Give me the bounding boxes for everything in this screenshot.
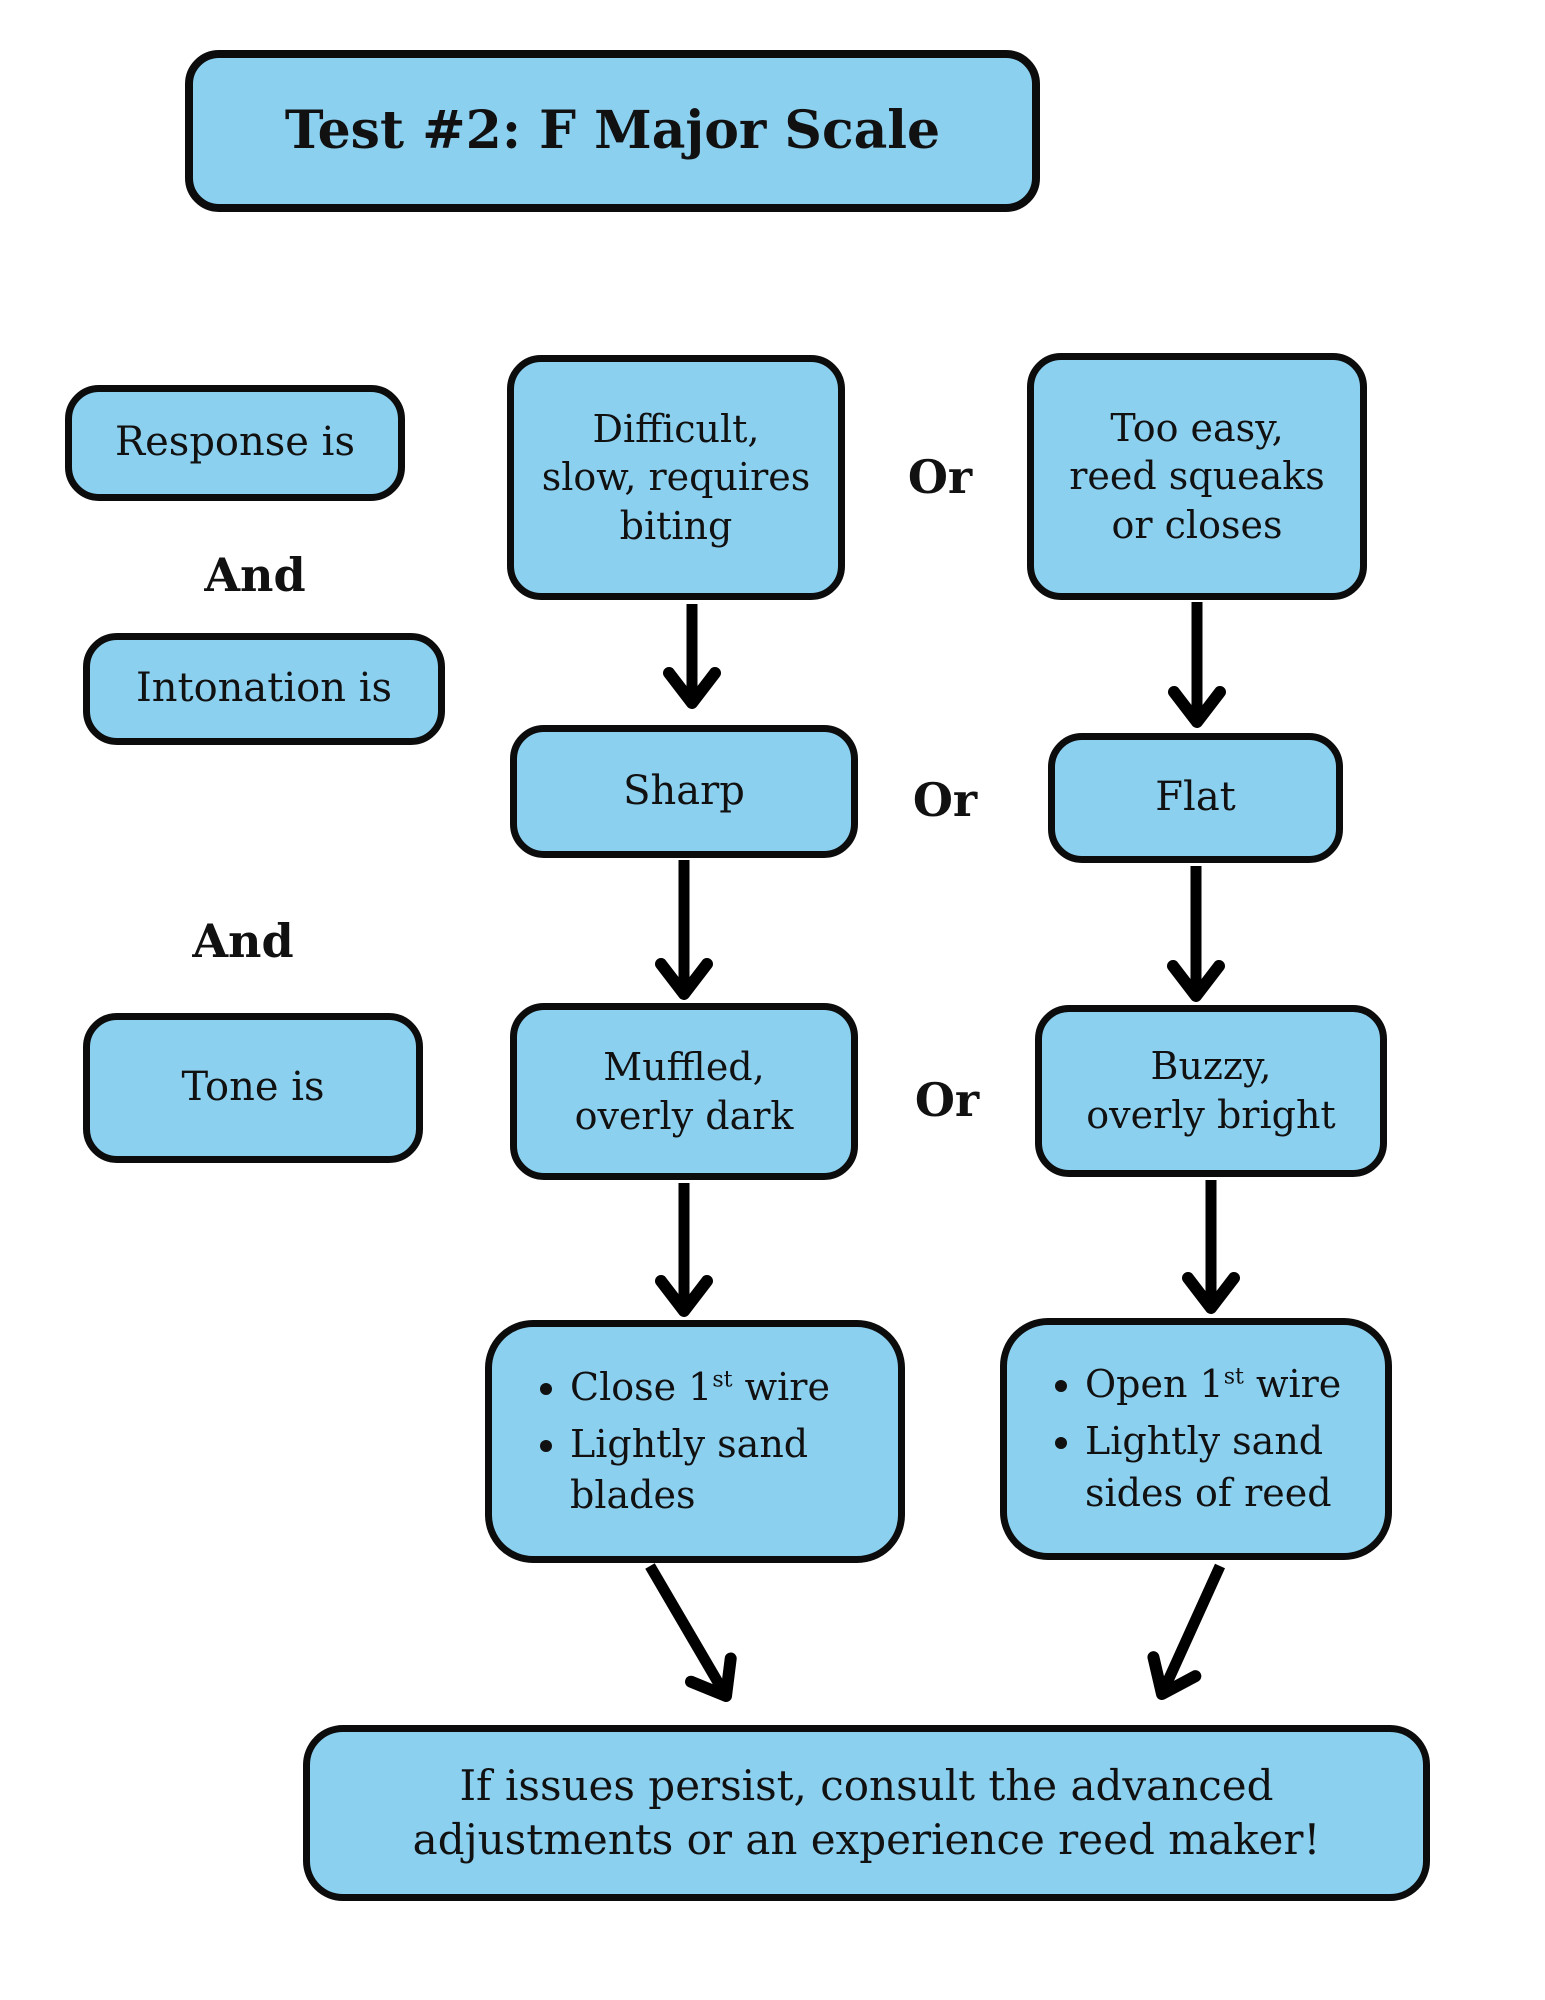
box-intonation-is: Intonation is (83, 633, 445, 745)
box-label: Response is (115, 419, 355, 466)
remedy-text: Lightly sand sides of reed (1085, 1419, 1332, 1515)
box-remedy-close-wire: Close 1st wireLightly sand blades (485, 1320, 905, 1563)
remedy-text: Open 1 (1085, 1362, 1224, 1407)
ordinal-superscript: st (712, 1366, 733, 1392)
remedy-text: Close 1 (570, 1364, 713, 1409)
box-difficult-slow: Difficult, slow, requires biting (507, 355, 845, 600)
remedy-list: Open 1st wireLightly sand sides of reed (1007, 1353, 1385, 1525)
box-label: Intonation is (135, 665, 393, 712)
remedy-text: wire (1243, 1362, 1342, 1407)
box-tone-is: Tone is (83, 1013, 423, 1163)
ordinal-superscript: st (1223, 1364, 1244, 1390)
box-label: Buzzy, overly bright (1086, 1044, 1336, 1137)
page-title: Test #2: F Major Scale (284, 99, 941, 161)
remedy-item: Close 1st wire (570, 1362, 872, 1413)
box-remedy-open-wire: Open 1st wireLightly sand sides of reed (1000, 1318, 1392, 1560)
and-label-2: And (192, 914, 294, 968)
box-label: Muffled, overly dark (574, 1044, 794, 1138)
box-label: Sharp (623, 767, 745, 814)
diagonal-arrow-icon (645, 1563, 737, 1702)
box-label: Difficult, slow, requires biting (541, 406, 811, 548)
footer-text: If issues persist, consult the advanced … (412, 1761, 1321, 1864)
box-buzzy-bright: Buzzy, overly bright (1035, 1005, 1387, 1177)
box-label: Tone is (181, 1064, 325, 1111)
remedy-item: Open 1st wire (1085, 1359, 1359, 1410)
box-label: Flat (1155, 774, 1236, 821)
remedy-item: Lightly sand sides of reed (1085, 1416, 1359, 1519)
box-sharp: Sharp (510, 725, 858, 858)
remedy-text: Lightly sand blades (570, 1421, 809, 1518)
box-muffled-dark: Muffled, overly dark (510, 1003, 858, 1180)
box-footer-advice: If issues persist, consult the advanced … (303, 1725, 1430, 1901)
and-label-1: And (204, 548, 306, 602)
remedy-list: Close 1st wireLightly sand blades (492, 1356, 898, 1528)
box-flat: Flat (1048, 733, 1343, 863)
diagonal-arrow-icon (1147, 1563, 1226, 1700)
or-label-1: Or (907, 450, 973, 504)
box-response-is: Response is (65, 385, 405, 501)
remedy-text: wire (732, 1364, 830, 1409)
title-box: Test #2: F Major Scale (185, 50, 1040, 212)
box-too-easy: Too easy, reed squeaks or closes (1027, 353, 1367, 600)
remedy-item: Lightly sand blades (570, 1419, 872, 1522)
or-label-3: Or (914, 1073, 980, 1127)
box-label: Too easy, reed squeaks or closes (1069, 405, 1325, 547)
or-label-2: Or (912, 773, 978, 827)
